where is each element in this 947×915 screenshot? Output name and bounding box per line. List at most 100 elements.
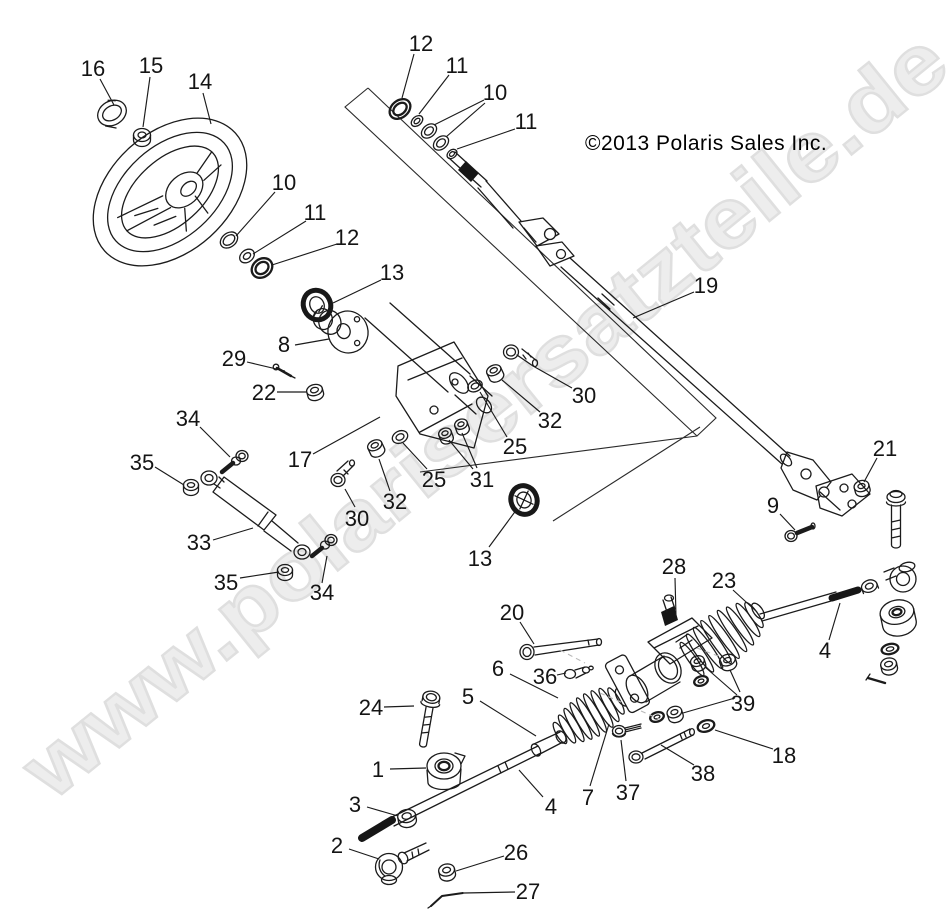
callout-35: 35 <box>214 570 238 595</box>
nut-21 <box>853 479 871 498</box>
callout-30: 30 <box>345 506 369 531</box>
leader-line <box>366 806 399 817</box>
copyright-text: ©2013 Polaris Sales Inc. <box>585 132 827 155</box>
leader-line <box>401 53 415 99</box>
column-flange <box>312 305 369 354</box>
leader-line <box>154 466 185 486</box>
callout-1: 1 <box>372 757 384 782</box>
leader-line <box>632 291 695 319</box>
callout-14: 14 <box>188 69 212 94</box>
leader-line <box>445 102 486 138</box>
callout-5: 5 <box>462 684 474 709</box>
cotter-pin-right <box>866 676 887 685</box>
fitting-36 <box>563 665 594 680</box>
wheel-washer-11 <box>239 248 255 264</box>
callout-16: 16 <box>81 56 105 81</box>
steering-shaft <box>448 151 871 517</box>
leader-line <box>556 672 567 676</box>
callout-36: 36 <box>533 664 557 689</box>
callout-20: 20 <box>500 600 524 625</box>
callout-28: 28 <box>662 554 686 579</box>
callout-39: 39 <box>731 691 755 716</box>
leader-line <box>142 76 151 128</box>
bolt-30-left <box>330 459 356 488</box>
shaft-washer-11 <box>410 114 424 128</box>
leader-line <box>682 697 736 714</box>
nut-right-stack <box>880 657 899 676</box>
leader-line <box>461 432 478 469</box>
callout-35: 35 <box>130 450 154 475</box>
bolt-37 <box>611 723 642 738</box>
leader-line <box>488 508 518 548</box>
leader-line <box>389 767 427 770</box>
bolt-34-lower <box>309 533 338 559</box>
callout-12: 12 <box>409 31 433 56</box>
callout-13: 13 <box>468 546 492 571</box>
bolt-34-upper <box>219 449 249 475</box>
leader-line <box>294 338 330 346</box>
callout-30: 30 <box>572 383 596 408</box>
bolt-38 <box>628 727 696 764</box>
washer-18 <box>696 718 716 734</box>
washer-25-right <box>467 379 483 393</box>
leader-line <box>660 744 695 766</box>
leader-line <box>828 602 841 641</box>
leader-line <box>532 365 573 389</box>
leader-line <box>704 666 738 696</box>
leader-line <box>455 855 505 872</box>
callout-11: 11 <box>515 109 538 134</box>
callout-8: 8 <box>278 332 290 357</box>
flange-bolt-long <box>885 489 907 549</box>
wheel-spacer-12 <box>250 257 274 279</box>
callout-25: 25 <box>503 434 527 459</box>
callout-3: 3 <box>349 792 361 817</box>
shaft-washer-10a <box>420 123 438 139</box>
callout-18: 18 <box>772 743 796 768</box>
leader-line <box>501 379 541 413</box>
steering-wheel-nut <box>132 127 152 148</box>
nut-22 <box>305 383 325 402</box>
leader-line <box>456 128 516 150</box>
hardware-39 <box>649 653 738 724</box>
column-bearing-lower <box>508 483 540 517</box>
leader-line <box>99 78 115 106</box>
callout-21: 21 <box>873 436 897 461</box>
leader-line <box>199 426 231 458</box>
leader-line <box>239 571 280 579</box>
callout-19: 19 <box>694 273 718 298</box>
callout-4: 4 <box>545 794 557 819</box>
leader-line <box>202 92 212 125</box>
leader-line <box>348 848 380 860</box>
washer-25-left <box>391 429 409 445</box>
leader-line <box>509 673 559 699</box>
callout-17: 17 <box>288 447 312 472</box>
callout-23: 23 <box>712 568 736 593</box>
nut-3 <box>397 808 418 829</box>
leader-line <box>418 74 450 115</box>
leader-line <box>732 589 758 613</box>
shaft-spacer-12 <box>388 97 412 121</box>
leader-line <box>448 439 474 470</box>
callout-32: 32 <box>383 489 407 514</box>
callout-10: 10 <box>272 170 296 195</box>
callout-27: 27 <box>516 879 540 904</box>
leader-line <box>312 416 381 455</box>
leader-line <box>519 621 535 645</box>
callout-10: 10 <box>483 80 507 105</box>
steering-column-housing <box>364 302 493 449</box>
leader-line <box>235 191 276 237</box>
shaft-washer-10b <box>432 135 450 151</box>
callout-31: 31 <box>470 467 494 492</box>
leader-line <box>383 705 415 708</box>
leader-line <box>863 457 878 483</box>
callout-33: 33 <box>187 530 211 555</box>
callout-6: 6 <box>492 656 504 681</box>
rack-and-pinion <box>358 586 862 842</box>
leader-line <box>321 555 328 584</box>
callout-7: 7 <box>582 785 594 810</box>
callout-37: 37 <box>616 780 640 805</box>
leader-line <box>433 99 485 126</box>
callout-34: 34 <box>310 580 334 605</box>
